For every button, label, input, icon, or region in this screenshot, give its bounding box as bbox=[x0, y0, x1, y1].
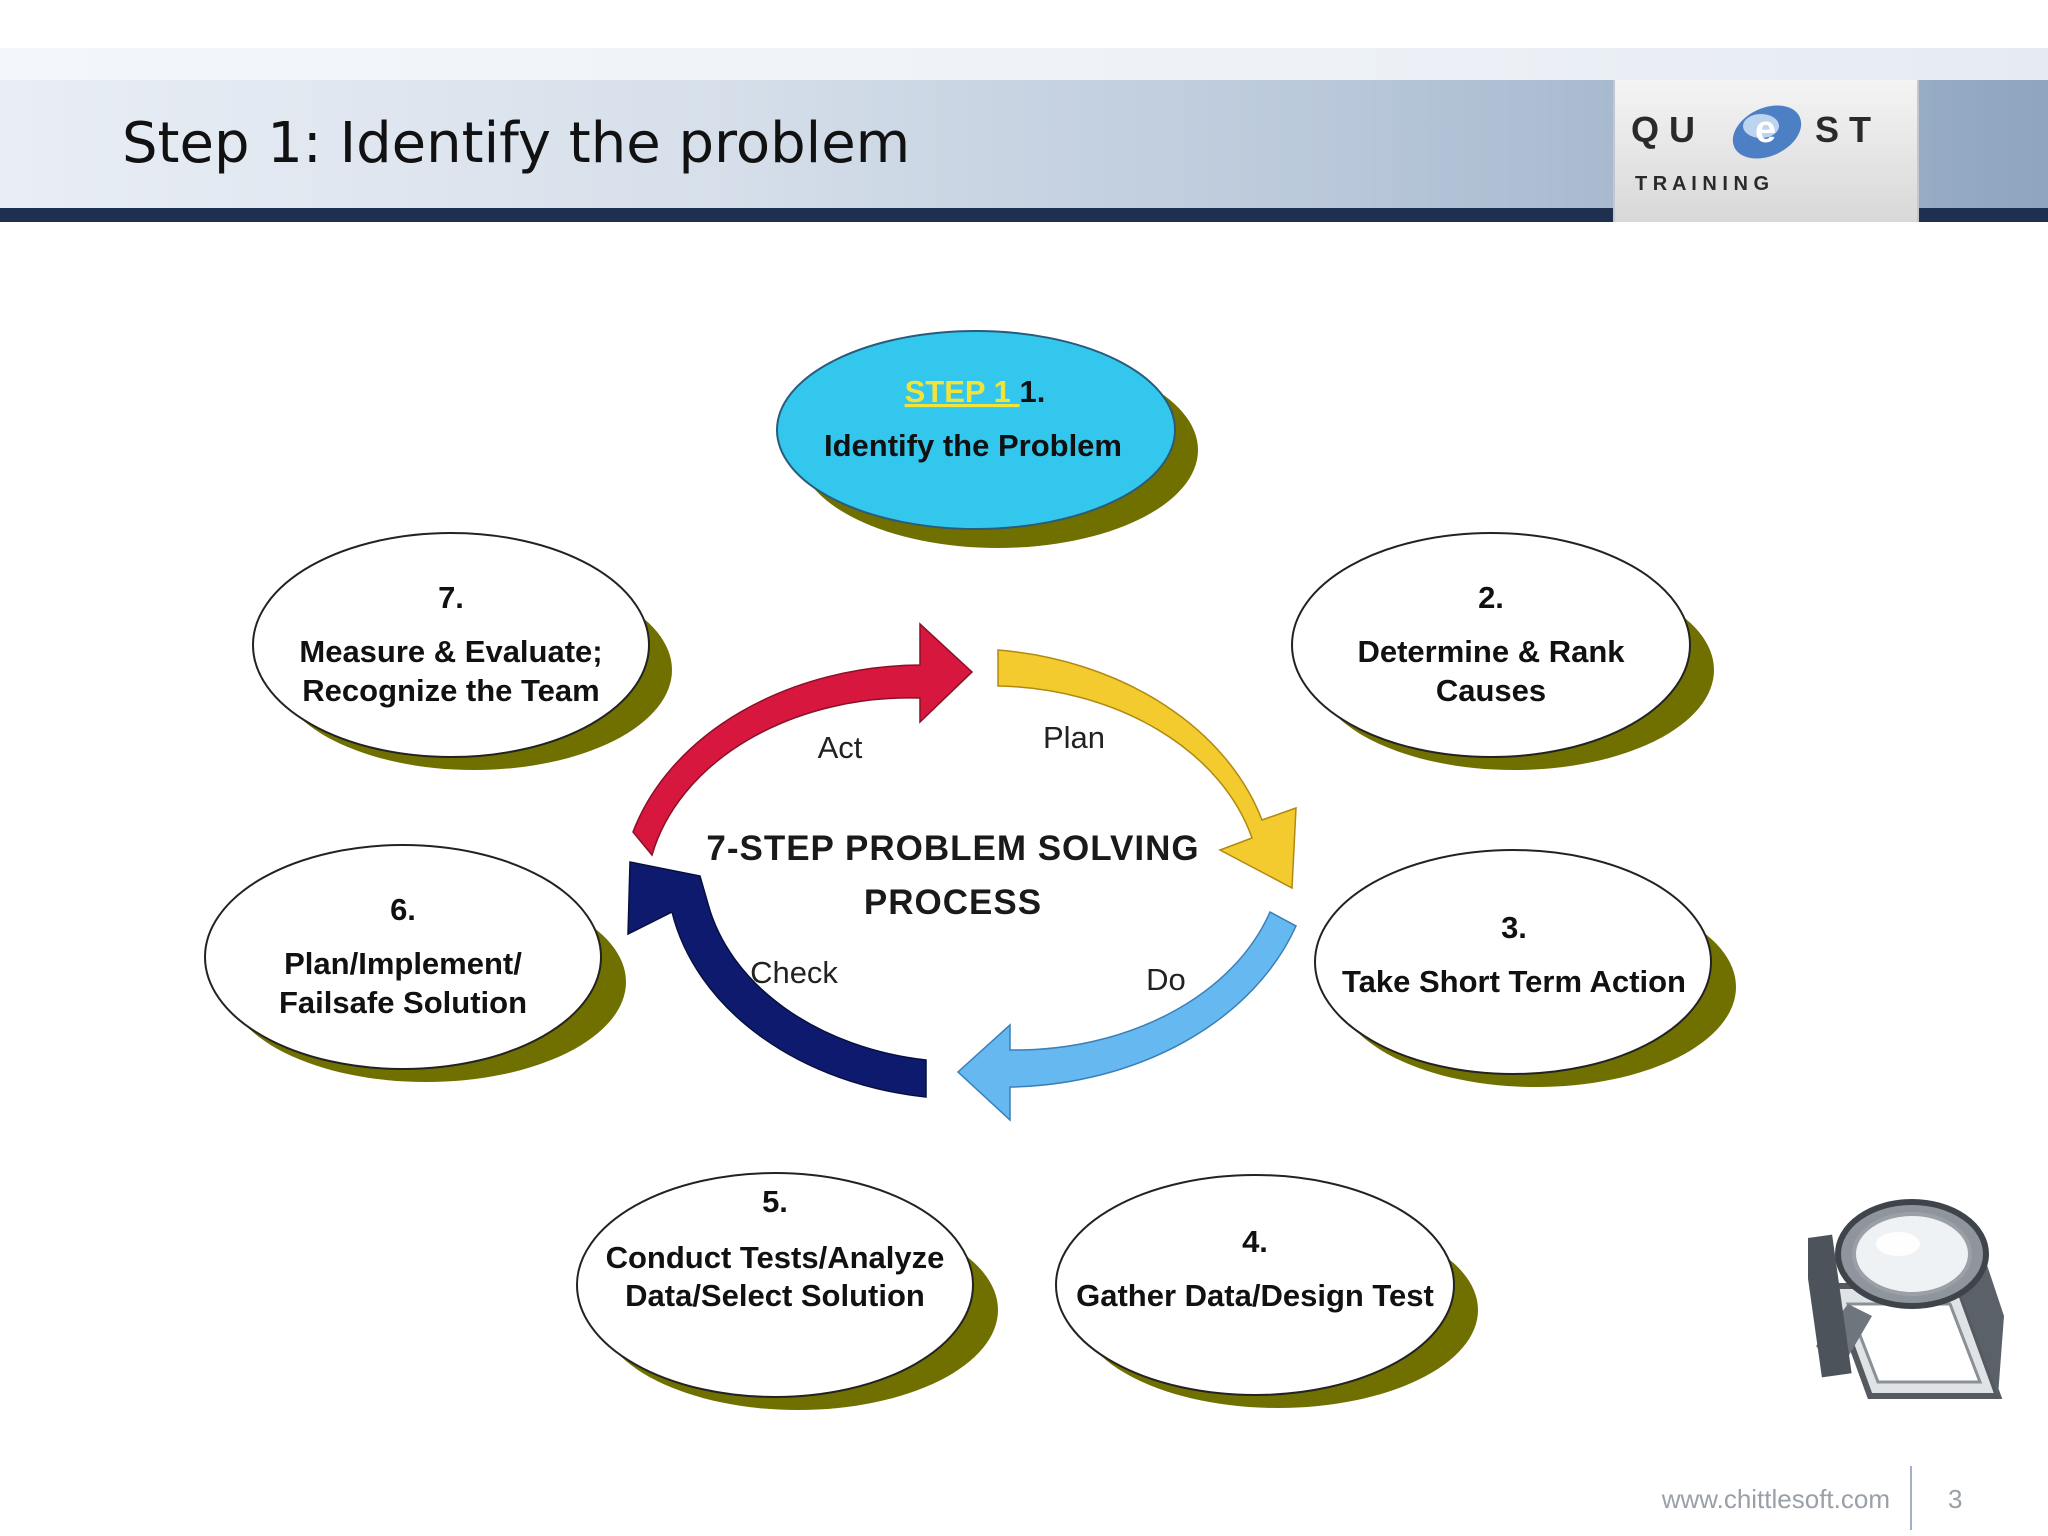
step-node-2-ellipse bbox=[1291, 532, 1691, 758]
header-rule bbox=[0, 208, 2048, 222]
step-node-7-ellipse bbox=[252, 532, 650, 758]
step-node-5-text-line2: Data/Select Solution bbox=[625, 1278, 925, 1313]
logo-text-right: S T bbox=[1815, 109, 1871, 150]
step-node-6: 6. Plan/Implement/ Failsafe Solution bbox=[204, 844, 626, 1082]
check-label: Check bbox=[750, 955, 838, 990]
step-node-4-ellipse bbox=[1055, 1174, 1455, 1396]
act-arrow bbox=[632, 622, 974, 857]
step-node-3: 3. Take Short Term Action bbox=[1314, 849, 1736, 1087]
step-node-2-text-line1: Determine & Rank bbox=[1357, 634, 1625, 669]
step-node-5-number: 5. bbox=[762, 1184, 788, 1219]
step-node-2: 2. Determine & Rank Causes bbox=[1291, 532, 1714, 770]
logo-globe-shine bbox=[1743, 114, 1779, 138]
logo-text-mid: e bbox=[1755, 109, 1776, 151]
header-top-strip bbox=[0, 48, 2048, 80]
step-node-6-text-line2: Failsafe Solution bbox=[279, 985, 527, 1020]
page-number: 3 bbox=[1948, 1484, 1963, 1514]
step-node-4-text: Gather Data/Design Test bbox=[1076, 1278, 1434, 1313]
step-node-7-text-line1: Measure & Evaluate; bbox=[299, 634, 602, 669]
step-node-1-ellipse bbox=[776, 330, 1176, 530]
logo-subtitle: T R A I N I N G bbox=[1635, 173, 1769, 195]
step-node-7-text-line2: Recognize the Team bbox=[302, 673, 599, 708]
step-node-4: 4. Gather Data/Design Test bbox=[1055, 1174, 1478, 1408]
quest-training-logo: Q U e S T T R A I N I N G bbox=[1613, 80, 1919, 222]
logo-text-left: Q U bbox=[1631, 109, 1695, 150]
step-node-2-text-line2: Causes bbox=[1436, 673, 1546, 708]
step-node-5-ellipse bbox=[576, 1172, 974, 1398]
step-node-1-number-line: STEP 1 1. bbox=[905, 374, 1046, 409]
plan-arrow bbox=[997, 649, 1297, 890]
step-node-3-number: 3. bbox=[1501, 910, 1527, 945]
center-title-line1: 7-STEP PROBLEM SOLVING bbox=[706, 829, 1199, 868]
step-node-4-number: 4. bbox=[1242, 1224, 1268, 1259]
step-node-7-number: 7. bbox=[438, 580, 464, 615]
step-node-3-ellipse bbox=[1314, 849, 1712, 1075]
step-node-5-text-line1: Conduct Tests/Analyze bbox=[606, 1240, 945, 1275]
step-node-6-text-line1: Plan/Implement/ bbox=[284, 946, 522, 981]
footer-url[interactable]: www.chittlesoft.com bbox=[1661, 1484, 1890, 1514]
act-label: Act bbox=[818, 730, 863, 765]
step-node-1-text: Identify the Problem bbox=[824, 428, 1122, 463]
step-node-2-number: 2. bbox=[1478, 580, 1504, 615]
step-node-3-text: Take Short Term Action bbox=[1342, 964, 1686, 999]
footer-divider bbox=[1910, 1466, 1912, 1530]
step-node-7: 7. Measure & Evaluate; Recognize the Tea… bbox=[252, 532, 672, 770]
step-node-6-number: 6. bbox=[390, 892, 416, 927]
step-node-5: 5. Conduct Tests/Analyze Data/Select Sol… bbox=[576, 1172, 998, 1410]
step-node-6-ellipse bbox=[204, 844, 602, 1070]
step-node-1: STEP 1 1. Identify the Problem bbox=[776, 330, 1198, 548]
check-arrow bbox=[627, 861, 927, 1098]
do-label: Do bbox=[1146, 962, 1186, 997]
slide-title: Step 1: Identify the problem bbox=[122, 111, 911, 176]
magnifier-loupe-icon bbox=[1808, 1199, 2004, 1399]
center-title-line2: PROCESS bbox=[864, 883, 1042, 922]
do-arrow bbox=[956, 910, 1297, 1122]
step-1-link[interactable]: STEP 1 bbox=[905, 374, 1020, 409]
plan-label: Plan bbox=[1043, 720, 1105, 755]
step-node-1-number: 1. bbox=[1020, 374, 1046, 409]
